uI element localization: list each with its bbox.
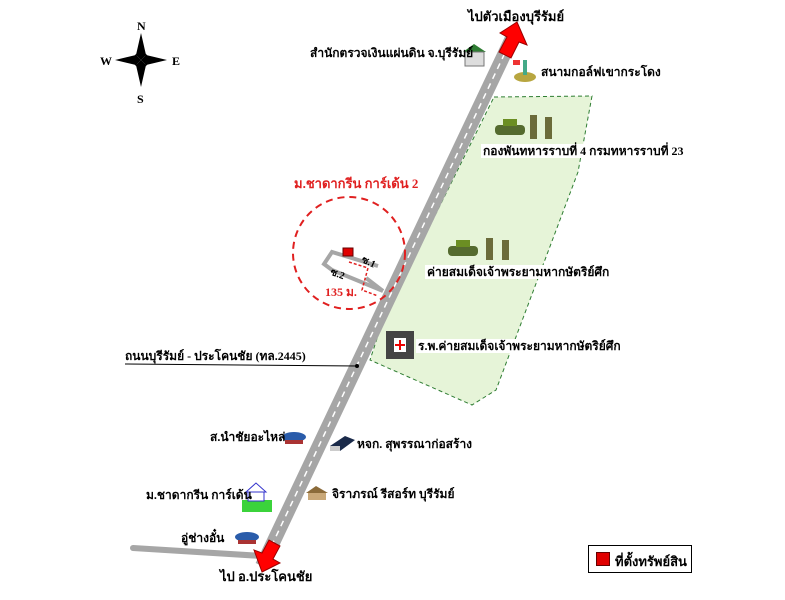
compass-south: S [137,92,144,106]
compass-rose-icon [115,33,167,87]
landmark-label: สนามกอล์ฟเขากระโดง [541,65,661,79]
landmark-label: ม.ชาดากรีน การ์เด้น [146,488,252,502]
compass-east: E [172,54,181,68]
soi-roads [321,249,384,293]
landmark-label: ร.พ.ค่ายสมเด็จเจ้าพระยามหากษัตริย์ศึก [416,339,623,353]
direction-to-district: ไป อ.ประโคนชัย [220,569,313,584]
compass-north: N [137,19,146,33]
landmark-label: กองพันทหารราบที่ 4 กรมทหารราบที่ 23 [481,144,686,158]
tank-soldiers-icon [495,115,552,139]
car-garage-icon [282,432,306,444]
arrow-south-icon [253,539,282,573]
distance-arrow [348,261,379,297]
arrow-north-icon [498,21,528,59]
landmark-label: หจก. สุพรรณาก่อสร้าง [357,437,473,451]
golf-course-icon [513,60,536,82]
landmark-label: ค่ายสมเด็จเจ้าพระยามหากษัตริย์ศึก [425,265,612,279]
property-radius-circle [292,196,406,310]
road-name-pointer [124,363,358,367]
tank-soldiers-icon [448,238,509,260]
resort-icon [306,486,328,500]
road-centerline [261,37,513,567]
distance-label: 135 ม. [325,285,357,299]
government-building-icon [463,44,486,67]
landmark-label: ส.นำชัยอะไหล่ [210,430,286,444]
housing-village-icon [242,482,272,512]
landmark-label: สำนักตรวจเงินแผ่นดิน จ.บุรีรัมย์ [310,46,474,60]
hospital-icon [386,331,414,359]
property-title: ม.ชาดากรีน การ์เด้น 2 [294,176,419,191]
property-marker [342,247,354,257]
car-garage-icon [235,532,259,544]
legend-label: ที่ตั้งทรัพย์สิน [615,554,687,569]
landmark-label: จิราภรณ์ รีสอร์ท บุรีรัมย์ [332,487,455,501]
landmark-label: อู่ช่างอั๋น [181,531,225,545]
compass-west: W [100,54,112,68]
map-legend: ที่ตั้งทรัพย์สิน [588,545,692,573]
direction-to-city: ไปตัวเมืองบุรีรัมย์ [468,9,565,24]
side-road [130,545,265,559]
road-name-label: ถนนบุรีรัมย์ - ประโคนชัย (ทล.2445) [125,349,306,363]
warehouse-icon [330,436,355,451]
property-marker-swatch [596,552,610,566]
